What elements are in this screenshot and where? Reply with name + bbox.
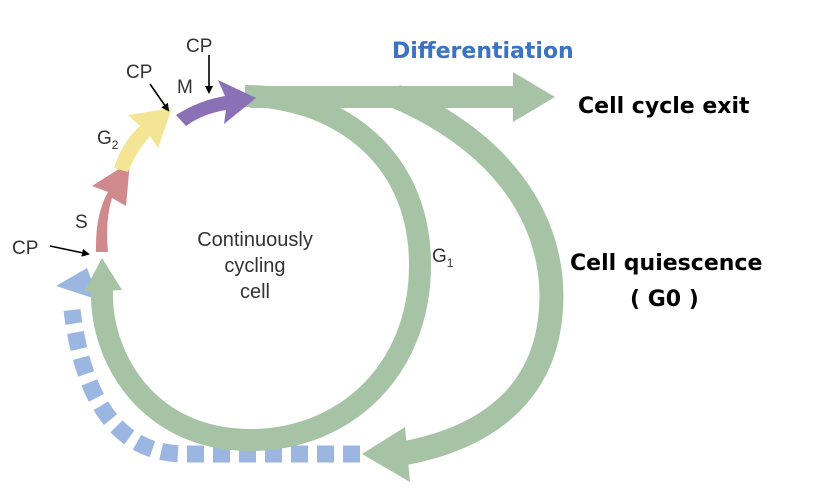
g0-label: ( G0 ) (630, 287, 699, 312)
cell-quiescence-label: Cell quiescence (570, 251, 762, 276)
m-phase-arrow (176, 80, 256, 126)
dashed-return-path (63, 308, 360, 463)
g1-arrowhead (84, 258, 122, 292)
s-phase-label: S (75, 212, 88, 233)
cp-label-left: CP (12, 238, 38, 259)
g2-phase-label: G2 (97, 128, 119, 152)
differentiation-label: Differentiation (392, 39, 574, 64)
dashed-return-arrowhead (56, 268, 99, 300)
g1-phase-label: G1 (432, 246, 454, 270)
cp-label-top: CP (186, 36, 212, 57)
cp-label-middle: CP (126, 62, 152, 83)
exit-arrowhead (513, 72, 555, 122)
m-phase-label: M (177, 77, 193, 98)
quiescence-arc (390, 84, 564, 466)
center-label-line3: cell (240, 281, 270, 303)
cp-pointer-left (49, 245, 90, 257)
s-phase-arrow (92, 162, 130, 252)
quiescence-arrowhead (362, 427, 410, 482)
cp-pointer-middle (149, 83, 170, 112)
g1-ring (90, 85, 432, 452)
center-label-line1: Continuously (197, 229, 313, 251)
exit-arrow-body (250, 86, 515, 108)
g2-phase-arrow (114, 108, 172, 172)
cell-cycle-exit-label: Cell cycle exit (578, 94, 750, 119)
center-label-line2: cycling (224, 255, 285, 277)
